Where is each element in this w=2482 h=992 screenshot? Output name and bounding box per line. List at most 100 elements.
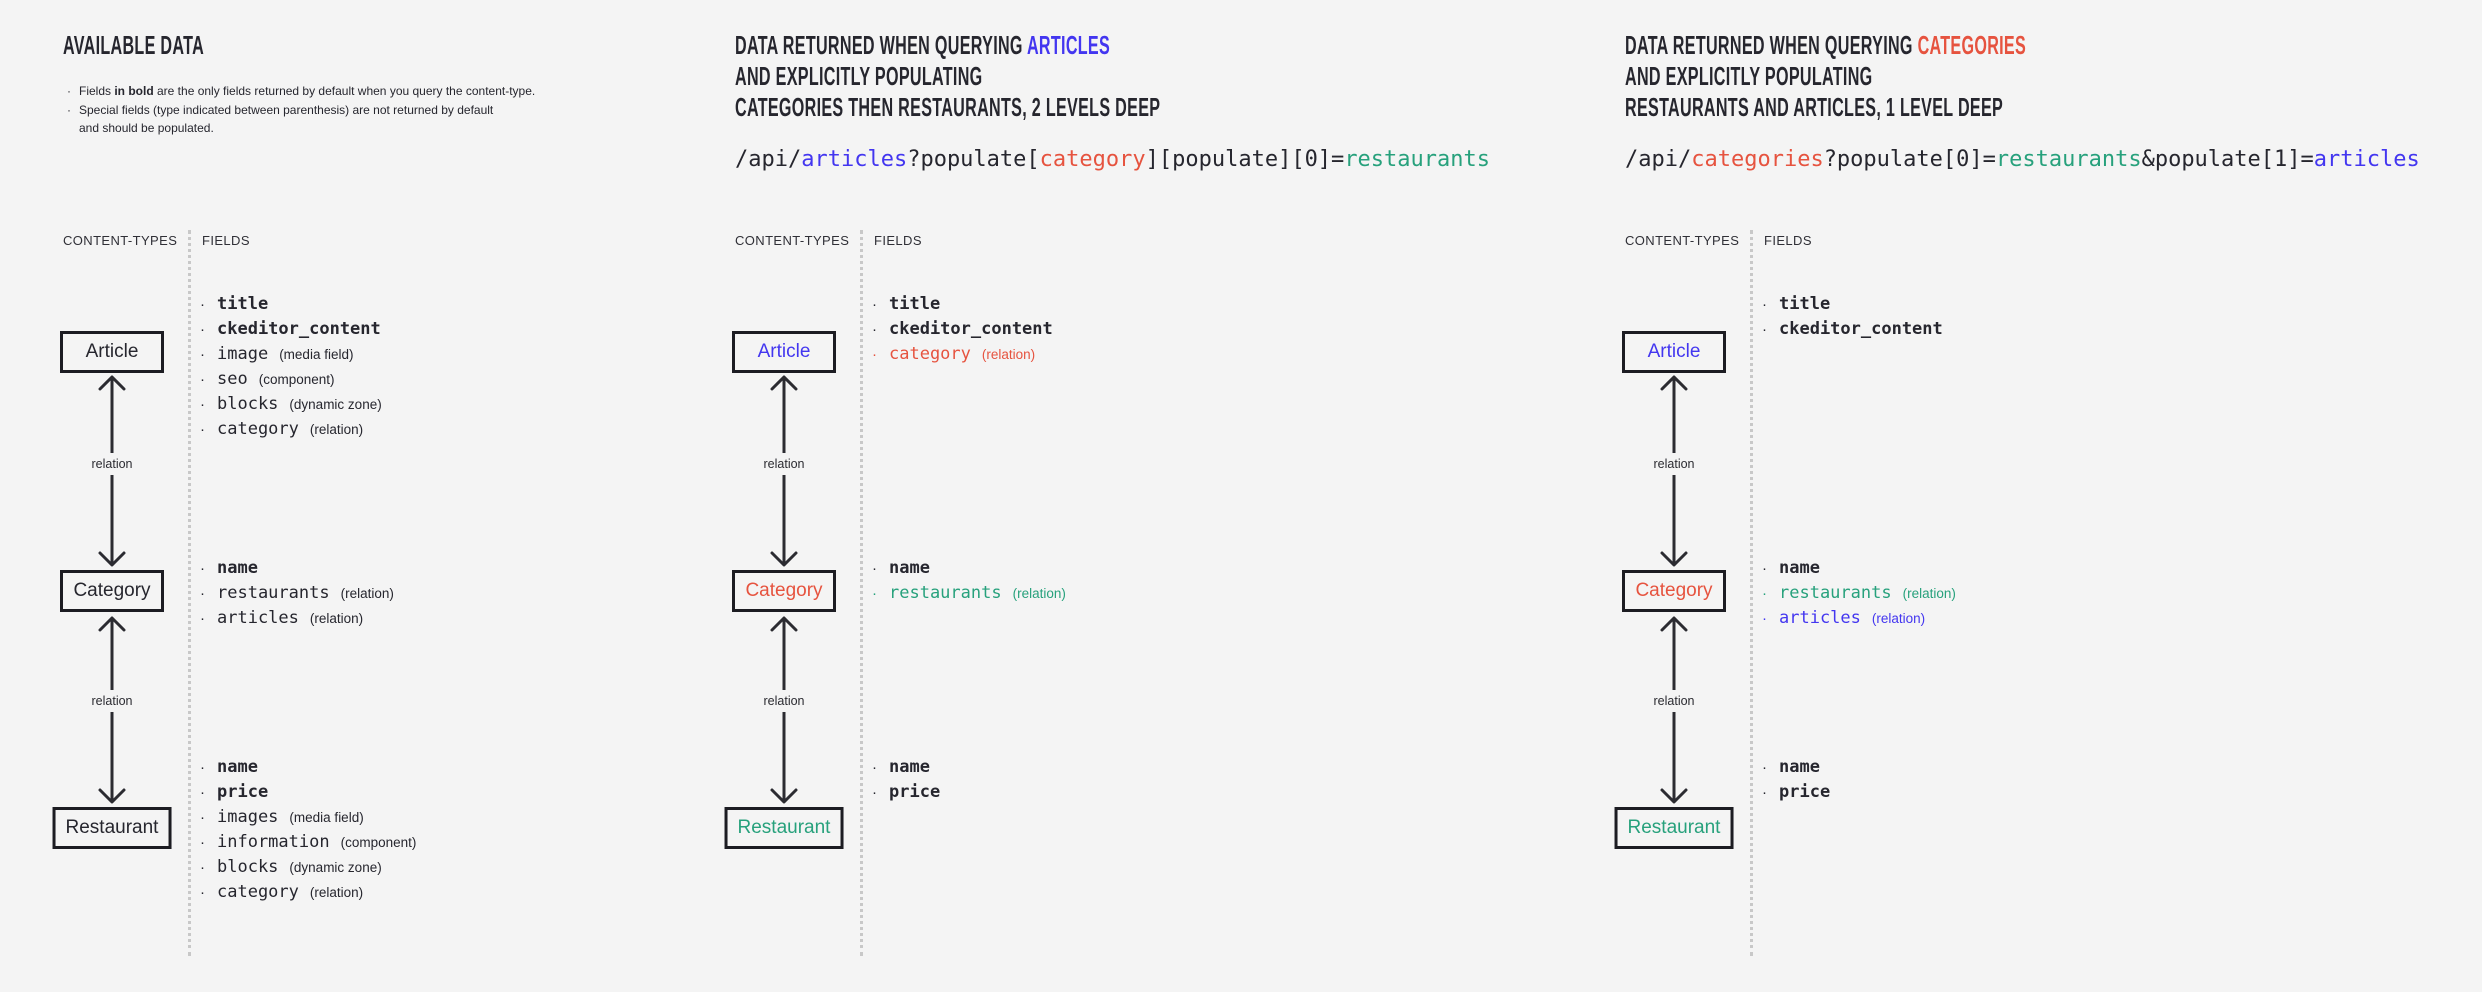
bullet-dot: [67, 119, 79, 138]
field-name: images: [217, 807, 279, 827]
field-name: title: [1779, 294, 1831, 314]
bullet-dot: ·: [1762, 759, 1767, 776]
field-type: (relation): [309, 885, 364, 900]
text-segment: category: [1039, 147, 1146, 172]
bullet-dot: ·: [872, 759, 877, 776]
legend-notes: · Fields in bold are the only fields ret…: [67, 82, 535, 138]
node-restaurant: Restaurant: [52, 807, 172, 849]
node-restaurant: Restaurant: [1614, 807, 1734, 849]
field-name: title: [889, 294, 941, 314]
field-list-category: ·name·restaurants(relation)·articles(rel…: [200, 556, 394, 631]
field-type: (media field): [289, 810, 364, 825]
relation-label: relation: [88, 453, 136, 475]
text-segment: restaurants: [1995, 147, 2142, 172]
legend-note: and should be populated.: [67, 119, 535, 138]
bullet-dot: ·: [200, 784, 205, 801]
field-item: ·information(component): [200, 830, 416, 855]
field-item: ·name: [1762, 556, 1956, 581]
column-header-content-types: CONTENT-TYPES: [63, 233, 178, 248]
field-item: ·category(relation): [200, 417, 382, 442]
field-type: (relation): [340, 586, 394, 601]
column-header-fields: FIELDS: [874, 233, 922, 248]
column-header-fields: FIELDS: [1764, 233, 1812, 248]
panel-title-line: AND EXPLICITLY POPULATING: [1625, 61, 2026, 92]
field-name: restaurants: [217, 583, 330, 603]
field-item: ·restaurants(relation): [200, 581, 394, 606]
field-name: name: [217, 757, 258, 777]
text-segment: AND EXPLICITLY POPULATING: [735, 61, 983, 91]
field-type: (relation): [1871, 611, 1926, 626]
field-name: price: [1779, 782, 1831, 802]
bullet-dot: ·: [1762, 610, 1767, 627]
api-query-url: /api/categories?populate[0]=restaurants&…: [1625, 147, 2420, 172]
text-segment: DATA RETURNED WHEN QUERYING: [735, 30, 1027, 60]
field-name: price: [889, 782, 941, 802]
field-item: ·title: [200, 292, 382, 317]
field-item: ·ckeditor_content: [200, 317, 382, 342]
panel-title-line: AND EXPLICITLY POPULATING: [735, 61, 1160, 92]
field-name: name: [889, 558, 930, 578]
bullet-dot: ·: [872, 296, 877, 313]
field-name: category: [889, 344, 971, 364]
bullet-dot: ·: [200, 296, 205, 313]
column-divider: [1750, 230, 1753, 956]
field-item: ·seo(component): [200, 367, 382, 392]
bullet-dot: ·: [1762, 784, 1767, 801]
text-segment: CATEGORIES: [1917, 30, 2027, 60]
relation-label: relation: [1650, 453, 1698, 475]
node-article: Article: [732, 331, 836, 373]
field-name: ckeditor_content: [1779, 319, 1943, 339]
field-name: restaurants: [1779, 583, 1892, 603]
field-type: (relation): [1902, 586, 1956, 601]
field-item: · name: [200, 755, 416, 780]
panel-title-line: RESTAURANTS AND ARTICLES, 1 LEVEL DEEP: [1625, 92, 2026, 123]
text-segment: ][populate][0]=: [1145, 147, 1345, 172]
field-item: ·articles(relation): [200, 606, 394, 631]
bullet-dot: ·: [200, 884, 205, 901]
node-article: Article: [60, 331, 164, 373]
field-type: (component): [340, 835, 417, 850]
text-segment: ARTICLES: [1026, 30, 1111, 60]
panel-title: DATA RETURNED WHEN QUERYING CATEGORIES A…: [1625, 30, 2026, 123]
panel-title-line: CATEGORIES THEN RESTAURANTS, 2 LEVELS DE…: [735, 92, 1160, 123]
field-name: seo: [217, 369, 248, 389]
text-segment: AND EXPLICITLY POPULATING: [1625, 61, 1873, 91]
bullet-dot: ·: [872, 560, 877, 577]
field-type: (relation): [981, 347, 1036, 362]
bullet-dot: ·: [200, 560, 205, 577]
field-name: name: [217, 558, 258, 578]
field-name: ckeditor_content: [889, 319, 1053, 339]
field-item: ·ckeditor_content: [872, 317, 1053, 342]
column-header-fields: FIELDS: [202, 233, 250, 248]
field-item: ·blocks(dynamic zone): [200, 855, 416, 880]
field-item: · price: [1762, 780, 1830, 805]
field-type: (relation): [309, 611, 364, 626]
legend-note-text: and should be populated.: [79, 119, 214, 138]
field-type: (relation): [309, 422, 364, 437]
column-divider: [188, 230, 191, 956]
panel-title: AVAILABLE DATA: [63, 30, 204, 61]
bullet-dot: ·: [1762, 296, 1767, 313]
text-segment: restaurants: [1344, 147, 1491, 172]
relation-label: relation: [88, 690, 136, 712]
bullet-dot: ·: [200, 759, 205, 776]
legend-note: · Special fields (type indicated between…: [67, 101, 535, 120]
panel-title: DATA RETURNED WHEN QUERYING ARTICLES AND…: [735, 30, 1160, 123]
text-segment: &populate[1]=: [2141, 147, 2314, 172]
text-segment: articles: [2313, 147, 2420, 172]
field-list-restaurant: ·name·price: [872, 755, 940, 805]
field-type: (relation): [1012, 586, 1066, 601]
field-item: ·price: [200, 780, 416, 805]
field-item: ·restaurants(relation): [1762, 581, 1956, 606]
text-segment: /api/: [1625, 147, 1692, 172]
text-segment: RESTAURANTS AND ARTICLES, 1 LEVEL DEEP: [1625, 92, 2004, 122]
panel-query-articles: DATA RETURNED WHEN QUERYING ARTICLES AND…: [724, 0, 1587, 992]
field-list-category: ·name·restaurants(relation): [872, 556, 1066, 606]
field-item: ·name: [1762, 755, 1830, 780]
field-type: (dynamic zone): [289, 860, 382, 875]
field-list-article: ·title·ckeditor_content: [1762, 292, 1943, 342]
field-name: image: [217, 344, 269, 364]
bullet-dot: ·: [200, 610, 205, 627]
bullet-dot: ·: [200, 346, 205, 363]
field-name: articles: [1779, 608, 1861, 628]
